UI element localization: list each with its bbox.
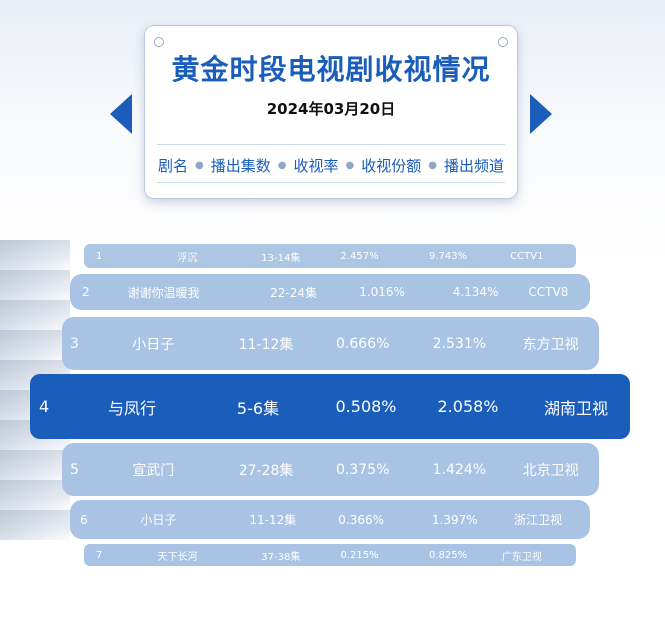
table-row[interactable]: 5 宣武门 27-28集 0.375% 1.424% 北京卫视 xyxy=(62,443,599,496)
row-drama-name: 宣武门 xyxy=(132,462,175,479)
row-share: 2.058% xyxy=(437,397,499,416)
row-rating: 0.508% xyxy=(335,397,397,416)
table-row[interactable]: 7 天下长河 37-38集 0.215% 0.825% 广东卫视 xyxy=(84,544,576,566)
row-rank: 2 xyxy=(82,285,90,299)
table-row[interactable]: 3 小日子 11-12集 0.666% 2.531% 东方卫视 xyxy=(62,317,599,370)
row-episodes: 27-28集 xyxy=(238,462,294,479)
report-date: 2024年03月20日 xyxy=(266,100,396,118)
row-drama-name: 谢谢你温暖我 xyxy=(127,285,200,300)
row-channel: 湖南卫视 xyxy=(543,398,609,418)
separator-dot-icon: ● xyxy=(195,159,204,171)
row-channel: CCTV8 xyxy=(528,285,569,299)
column-header-channel: 播出频道 xyxy=(443,156,504,175)
row-rank: 4 xyxy=(39,397,50,416)
row-drama-name: 小日子 xyxy=(132,336,175,353)
page-title: 黄金时段电视剧收视情况 xyxy=(171,53,491,86)
row-drama-name: 与凤行 xyxy=(107,398,157,418)
row-drama-name: 小日子 xyxy=(140,513,177,527)
row-rating: 1.016% xyxy=(359,285,405,299)
row-channel: 东方卫视 xyxy=(522,336,579,353)
row-share: 0.825% xyxy=(429,549,468,561)
row-rank: 3 xyxy=(70,335,79,352)
column-header-name: 剧名 xyxy=(157,156,188,175)
row-rating: 0.375% xyxy=(336,461,390,478)
row-rank: 1 xyxy=(96,250,103,262)
separator-dot-icon: ● xyxy=(345,159,355,171)
header-divider-top xyxy=(157,144,505,145)
next-arrow-icon[interactable] xyxy=(530,94,552,134)
row-episodes: 5-6集 xyxy=(236,398,280,418)
header-divider-bottom xyxy=(157,182,505,183)
row-rating: 0.366% xyxy=(338,512,385,527)
row-rating: 0.666% xyxy=(336,335,390,352)
row-share: 1.397% xyxy=(431,512,478,527)
row-rank: 7 xyxy=(96,549,103,561)
row-episodes: 11-12集 xyxy=(238,336,294,353)
separator-dot-icon: ● xyxy=(277,159,287,171)
previous-arrow-icon[interactable] xyxy=(110,94,132,134)
row-channel: 广东卫视 xyxy=(501,551,542,563)
row-drama-name: 浮沉 xyxy=(177,252,198,264)
card-hole-right-icon xyxy=(498,37,508,47)
row-share: 4.134% xyxy=(452,285,499,299)
row-rank: 5 xyxy=(70,461,79,478)
row-episodes: 13-14集 xyxy=(261,252,301,264)
table-row[interactable]: 1 浮沉 13-14集 2.457% 9.743% CCTV1 xyxy=(84,244,576,268)
column-header-episodes: 播出集数 xyxy=(210,156,271,175)
table-row-highlighted[interactable]: 4 与凤行 5-6集 0.508% 2.058% 湖南卫视 xyxy=(30,374,630,439)
table-row[interactable]: 6 小日子 11-12集 0.366% 1.397% 浙江卫视 xyxy=(70,500,590,539)
table-row[interactable]: 2 谢谢你温暖我 22-24集 1.016% 4.134% CCTV8 xyxy=(70,274,590,310)
row-share: 9.743% xyxy=(429,250,468,262)
column-headers: 剧名 ● 播出集数 ● 收视率 ● 收视份额 ● 播出频道 xyxy=(157,154,505,176)
row-share: 1.424% xyxy=(432,461,487,478)
separator-dot-icon: ● xyxy=(428,159,437,171)
row-rank: 6 xyxy=(80,512,88,527)
row-drama-name: 天下长河 xyxy=(157,551,198,563)
column-header-share: 收视份额 xyxy=(361,156,422,175)
row-episodes: 22-24集 xyxy=(270,285,318,300)
row-channel: 浙江卫视 xyxy=(513,513,563,527)
row-channel: CCTV1 xyxy=(510,250,544,262)
card-hole-left-icon xyxy=(154,37,164,47)
column-header-rating: 收视率 xyxy=(293,156,339,175)
row-channel: 北京卫视 xyxy=(522,462,579,479)
row-episodes: 11-12集 xyxy=(249,513,297,527)
row-rating: 2.457% xyxy=(340,250,379,262)
row-rating: 0.215% xyxy=(340,549,379,561)
row-share: 2.531% xyxy=(432,335,487,352)
row-episodes: 37-38集 xyxy=(261,551,301,563)
header-card: 黄金时段电视剧收视情况 2024年03月20日 剧名 ● 播出集数 ● 收视率 … xyxy=(144,25,518,199)
